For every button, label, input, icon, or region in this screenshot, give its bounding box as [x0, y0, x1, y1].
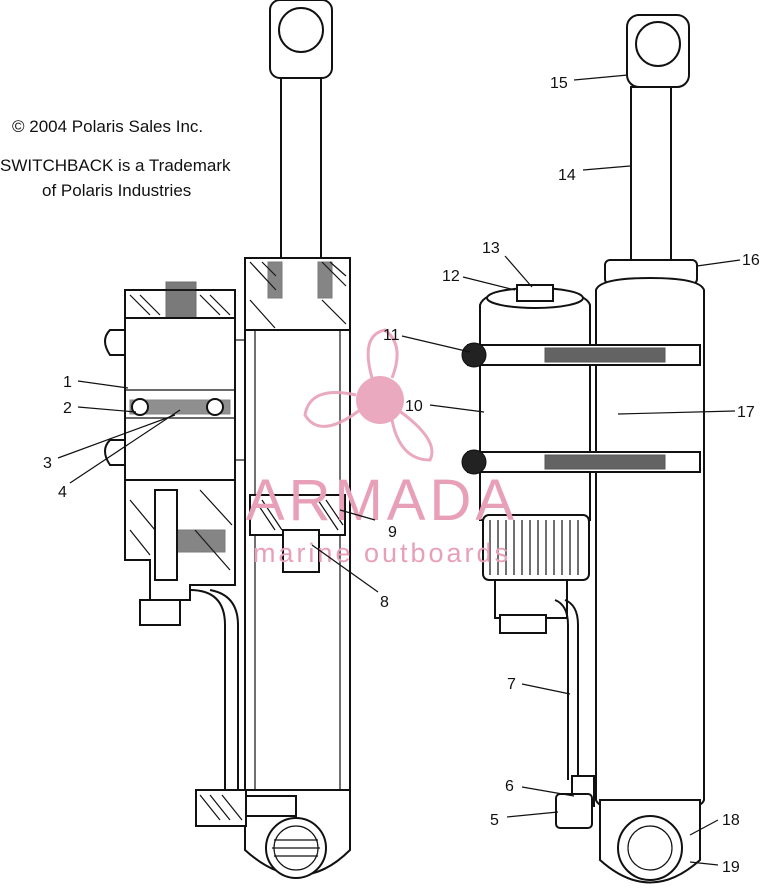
trademark-note-line1: SWITCHBACK is a Trademark [0, 156, 231, 175]
callout-10: 10 [405, 398, 423, 415]
assembled-shock [461, 14, 705, 884]
callout-15: 15 [550, 75, 568, 92]
callout-3: 3 [43, 455, 52, 472]
callout-4: 4 [58, 484, 67, 501]
leader-lines [57, 74, 741, 866]
callout-5: 5 [490, 812, 499, 829]
trademark-note-line2: of Polaris Industries [42, 181, 192, 200]
callout-6: 6 [505, 778, 514, 795]
callout-9: 9 [388, 524, 397, 541]
callout-16: 16 [742, 252, 760, 269]
callout-8: 8 [380, 594, 389, 611]
callout-12: 12 [442, 268, 460, 285]
callout-1: 1 [63, 374, 72, 391]
callout-19: 19 [722, 859, 740, 876]
watermark-logo [303, 328, 434, 462]
callout-7: 7 [507, 676, 516, 693]
callout-17: 17 [737, 404, 755, 421]
copyright-note: © 2004 Polaris Sales Inc. [12, 117, 204, 136]
callout-18: 18 [722, 812, 740, 829]
callout-11: 11 [383, 327, 400, 344]
callout-2: 2 [63, 400, 72, 417]
cutaway-shock [104, 0, 351, 879]
callout-14: 14 [558, 167, 576, 184]
watermark-brand: ARMADA [246, 468, 518, 533]
callout-13: 13 [482, 240, 500, 257]
watermark-tagline: marine outboards [253, 538, 511, 568]
